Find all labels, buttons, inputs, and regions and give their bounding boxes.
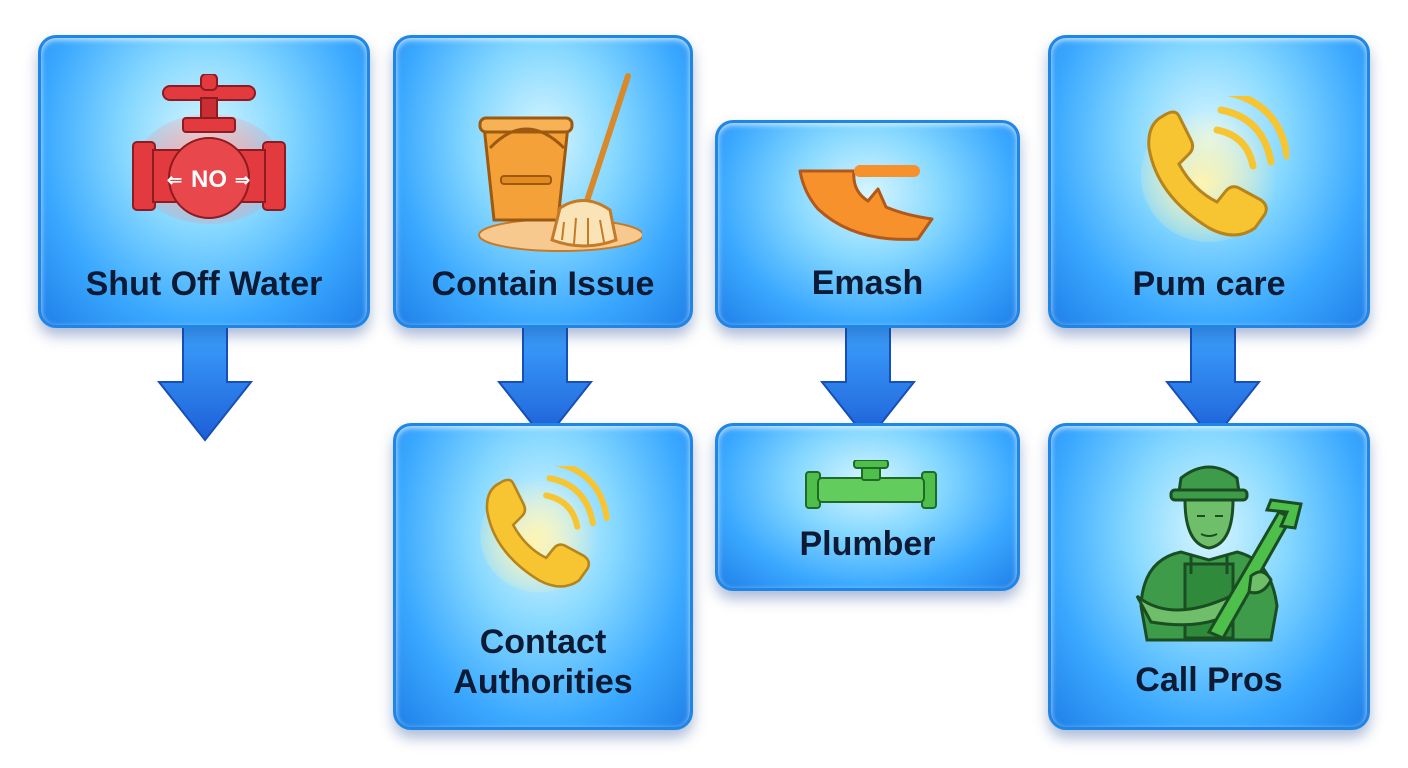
bucket-mop-icon — [478, 73, 642, 252]
svg-text:⇒: ⇒ — [235, 170, 250, 190]
arrow-emash — [819, 320, 917, 442]
node-label: Shut Off Water — [85, 265, 323, 303]
svg-text:⇐: ⇐ — [167, 170, 182, 190]
arrow-shut-off-water — [156, 320, 254, 442]
phone-icon — [480, 466, 610, 593]
node-label-line1: Contact — [479, 623, 607, 661]
arrow-pum-care — [1164, 320, 1262, 442]
valve-icon: ⇐ ⇒ NO — [132, 74, 286, 224]
pipe-bend-icon — [798, 165, 934, 241]
node-call-pros[interactable]: Call Pros — [1048, 423, 1370, 730]
node-plumber[interactable]: Plumber — [715, 423, 1020, 591]
node-emash[interactable]: Emash — [715, 120, 1020, 328]
phone-icon — [1141, 96, 1289, 242]
node-pum-care[interactable]: Pum care — [1048, 35, 1370, 328]
node-label: Call Pros — [1135, 661, 1283, 699]
node-label: Pum care — [1132, 265, 1286, 303]
plumber-worker-icon — [1135, 465, 1303, 642]
pipe-icon — [805, 460, 937, 509]
node-contain-issue[interactable]: Contain Issue — [393, 35, 693, 328]
node-contact-authorities[interactable]: Contact Authorities — [393, 423, 693, 730]
valve-badge: NO — [191, 166, 227, 193]
node-shut-off-water[interactable]: ⇐ ⇒ NO Shut Off Water — [38, 35, 370, 328]
arrow-contain-issue — [496, 320, 594, 442]
node-label: Contain Issue — [431, 265, 655, 303]
node-label-line2: Authorities — [453, 663, 633, 701]
node-label: Plumber — [799, 525, 936, 563]
node-label: Emash — [811, 264, 924, 302]
